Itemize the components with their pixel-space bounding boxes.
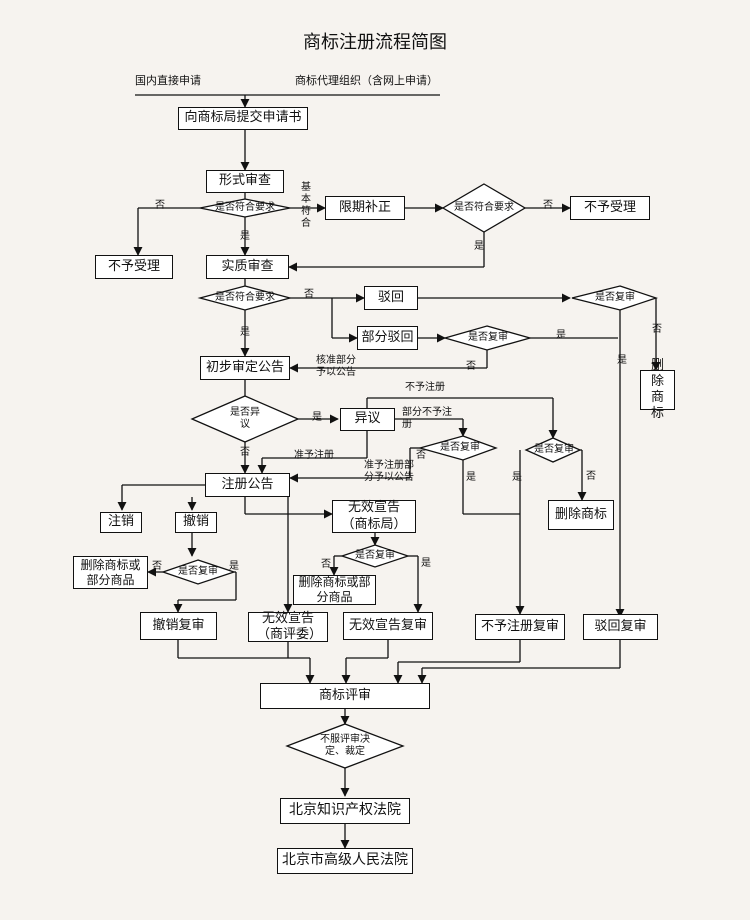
label-d2-yes: 是 [474,241,484,252]
diamond-d10 [339,544,411,568]
label-d7-yes: 是 [466,472,476,483]
diamond-d4 [571,285,659,311]
box-prelim: 初步审定公告 [200,356,290,380]
diamond-d3 [197,285,293,311]
box-submit: 向商标局提交申请书 [178,107,308,130]
box-invalid-review: 无效宣告复审 [343,612,433,640]
label-no-reg: 不予注册 [405,382,445,393]
label-d8-yes: 是 [512,472,522,483]
label-d5-yes: 是 [556,330,566,341]
label-d5-no: 否 [466,361,476,372]
diamond-d1-text: 是否符合要求 [215,202,275,213]
label-d9-no: 否 [152,561,162,572]
diamond-d5 [442,325,533,351]
label-d10-yes: 是 [421,558,431,569]
box-ip-court: 北京知识产权法院 [280,798,410,824]
diamond-d8-text: 是否复审 [534,444,574,455]
label-basic: 基本符合 [301,182,311,229]
box-reject-accept-right: 不予受理 [570,196,650,220]
source-direct: 国内直接申请 [135,74,201,87]
box-cancel-note: 注销 [100,512,142,533]
diamond-d11-text: 不服评审决定、裁定 [320,734,370,757]
label-d4-yes: 是 [617,355,627,366]
box-delete-goods-left: 删除商标或部分商品 [73,556,148,589]
diamond-d6-text: 是否异议 [230,407,260,430]
box-invalid-office: 无效宣告（商标局） [332,500,416,533]
diamond-d1 [199,198,291,218]
label-approve-part: 核准部分予以公告 [316,355,356,378]
box-substantive: 实质审查 [206,255,289,279]
diamond-d9 [160,559,237,585]
box-register: 注册公告 [205,473,290,497]
box-bohui-review: 驳回复审 [583,614,658,640]
diamond-d11 [285,723,405,769]
label-d6-no: 否 [240,447,250,458]
diamond-d7 [417,435,498,461]
diamond-d5-text: 是否复审 [468,332,508,343]
label-d1-yes: 是 [240,231,250,242]
box-delete-goods-mid: 删除商标或部分商品 [293,575,376,605]
diamond-d7-text: 是否复审 [440,442,480,453]
label-d3-yes: 是 [240,327,250,338]
label-d1-no: 否 [155,200,165,211]
box-delete-mid: 删除商标 [548,500,614,530]
box-partial: 部分驳回 [357,326,418,350]
diamond-d8 [524,437,582,463]
box-reject-accept-left: 不予受理 [95,255,173,279]
source-agency: 商标代理组织（含网上申请） [295,74,438,87]
box-bohui: 驳回 [364,286,418,310]
box-invalid-board: 无效宣告（商评委） [248,611,328,642]
diamond-d9-text: 是否复审 [178,566,218,577]
box-tmboard: 商标评审 [260,683,430,709]
diamond-d2-text: 是否符合要求 [454,202,514,213]
diamond-d2 [441,183,527,233]
label-d4-no: 否 [652,324,662,335]
label-d7-no: 否 [416,450,426,461]
diamond-d4-text: 是否复审 [595,292,635,303]
label-d8-no: 否 [586,471,596,482]
page-title: 商标注册流程简图 [303,32,447,53]
box-objection: 异议 [340,408,395,431]
box-revoke: 撤销 [175,512,217,533]
label-d3-no: 否 [304,289,314,300]
label-partial-no: 部分不予注册 [402,407,452,430]
box-high-court: 北京市高级人民法院 [277,848,413,874]
label-grant: 准予注册 [294,450,334,461]
label-d2-no: 否 [543,200,553,211]
box-delete-right: 删除商标 [640,358,675,421]
box-formal: 形式审查 [206,170,284,193]
diamond-d10-text: 是否复审 [355,550,395,561]
label-d9-yes: 是 [229,561,239,572]
box-noreg-review: 不予注册复审 [475,614,565,640]
label-d10-no: 否 [321,559,331,570]
label-d6-yes: 是 [312,412,322,423]
diamond-d6 [190,395,300,443]
box-correct: 限期补正 [325,196,405,220]
diamond-d3-text: 是否符合要求 [215,292,275,303]
box-revoke-review: 撤销复审 [140,612,217,640]
label-grant-part: 准予注册部分予以公告 [364,460,414,483]
